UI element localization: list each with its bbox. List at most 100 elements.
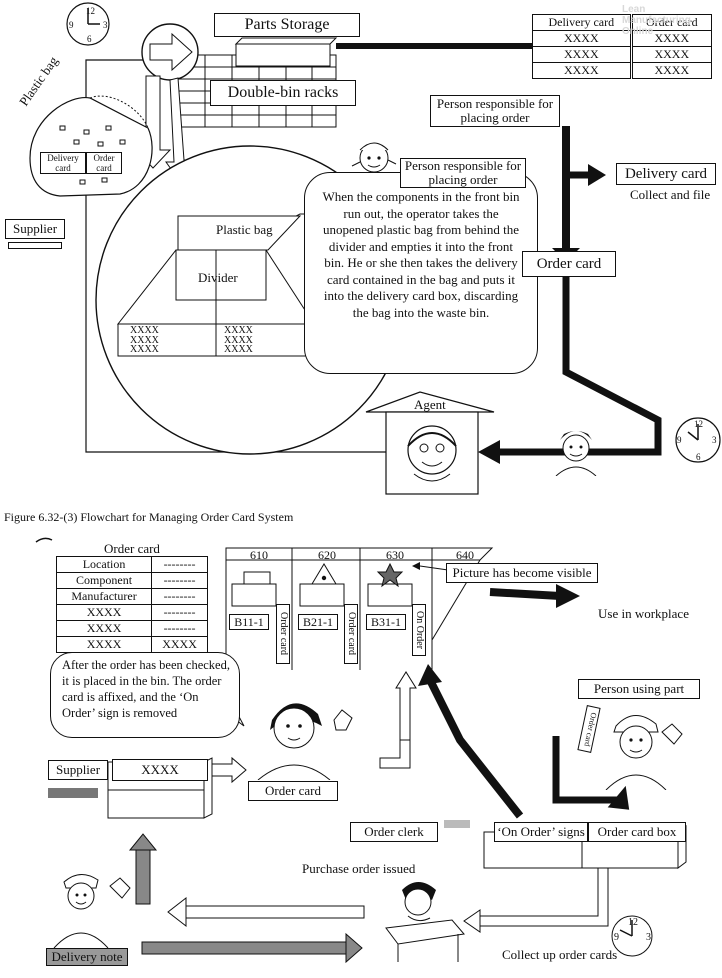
delivery-card-box: Delivery card <box>616 163 716 185</box>
table-cell: Component <box>55 572 153 589</box>
bottom-line-art <box>35 537 687 964</box>
svg-text:9: 9 <box>614 932 619 943</box>
table-cell: XXXX <box>532 30 632 47</box>
table-cell: XXXX <box>55 604 153 621</box>
bin-label: B21-1 <box>298 614 338 630</box>
table-cell: XXXX <box>532 46 632 63</box>
right-clock-icon: 12 3 6 9 <box>677 419 717 462</box>
card-table: Delivery card Order card XXXX XXXX XXXX … <box>532 14 713 79</box>
table-cell: XXXX <box>151 636 208 653</box>
table-header: Order card <box>629 14 713 31</box>
agent-label: Agent <box>414 397 446 412</box>
top-speech-bubble <box>304 172 538 374</box>
table-row: Location-------- <box>55 556 208 573</box>
clerk-person-icon <box>385 882 465 962</box>
purchase-order-label: Purchase order issued <box>302 861 416 876</box>
table-cell: XXXX <box>629 62 713 79</box>
on-order-signs-text: ‘On Order’ signs <box>497 824 585 839</box>
table-header: Delivery card <box>532 14 632 31</box>
person-placing-order-text: Person responsible for placing order <box>436 96 554 125</box>
svg-text:6: 6 <box>696 452 701 462</box>
table-row: Manufacturer-------- <box>55 588 208 605</box>
parts-storage-text: Parts Storage <box>244 16 330 33</box>
person-using-part-label: Person using part <box>578 679 700 699</box>
order-card-text: Order card <box>536 256 602 272</box>
shelf-number: 640 <box>456 548 474 562</box>
svg-text:9: 9 <box>69 20 74 30</box>
inner-plastic-bag-label: Plastic bag <box>216 222 273 237</box>
watermark: Lean Manufacturing Online <box>622 4 691 37</box>
bin-left-codes: XXXX XXXX XXXX <box>130 326 159 355</box>
table-cell: XXXX <box>55 636 153 653</box>
collect-and-file-label: Collect and file <box>630 187 711 202</box>
svg-text:9: 9 <box>677 435 682 445</box>
svg-text:3: 3 <box>712 435 717 445</box>
table-row: XXXX-------- <box>55 604 208 621</box>
supplier-bar <box>8 242 62 249</box>
top-supplier-label: Supplier <box>5 219 65 239</box>
bag-parts-icon <box>59 125 126 185</box>
delivery-note-label: Delivery note <box>46 948 128 966</box>
bin-label-text: B31-1 <box>371 615 401 629</box>
order-card-box: Order card <box>522 251 616 277</box>
bin-tag: Order card <box>276 604 290 664</box>
double-bin-racks-text: Double-bin racks <box>227 84 339 101</box>
table-row: XXXX-------- <box>55 620 208 637</box>
bin-code: XXXX <box>130 325 159 336</box>
supplier-code-text: XXXX <box>141 762 179 777</box>
bottom-order-card-label: Order card <box>248 781 338 801</box>
bin-right-codes: XXXX XXXX XXXX <box>224 326 253 355</box>
picture-visible-text: Picture has become visible <box>452 565 592 580</box>
table-cell: XXXX <box>532 62 632 79</box>
svg-text:6: 6 <box>87 34 92 44</box>
double-bin-racks-label: Double-bin racks <box>210 80 356 106</box>
on-order-sign-text: On Order <box>414 610 425 650</box>
bottom-clock-icon: 12 3 9 <box>614 917 651 943</box>
order-card-table-title: Order card <box>104 541 160 556</box>
top-bubble-text: When the components in the front bin run… <box>322 189 520 320</box>
bottom-supplier-text: Supplier <box>55 762 101 777</box>
bin-tag: Order card <box>344 604 358 664</box>
svg-text:12: 12 <box>694 419 703 429</box>
top-supplier-text: Supplier <box>12 221 58 236</box>
order-clerk-text: Order clerk <box>364 824 424 839</box>
table-cell: XXXX <box>629 46 713 63</box>
table-cell: -------- <box>151 588 208 605</box>
figure-caption: Figure 6.32-(3) Flowchart for Managing O… <box>4 510 294 524</box>
delivery-person-icon <box>53 874 131 948</box>
bottom-speech-bubble <box>50 652 240 738</box>
bin-label: B31-1 <box>366 614 406 630</box>
part-user-person-icon <box>605 715 683 790</box>
table-cell: Manufacturer <box>55 588 153 605</box>
collect-up-order-cards-label: Collect up order cards <box>502 947 618 962</box>
shelf-number: 620 <box>318 548 336 562</box>
watermark-line: Manufacturing <box>622 15 691 26</box>
table-cell: -------- <box>151 620 208 637</box>
table-row: XXXX XXXX <box>532 46 713 63</box>
bin-label-text: B11-1 <box>234 615 264 629</box>
person-placing-order-tag: Person responsible for placing order <box>400 158 526 188</box>
supplier-code-box: XXXX <box>112 759 208 781</box>
bin-code: XXXX <box>130 344 159 355</box>
shelf-number: 630 <box>386 548 404 562</box>
bottom-bubble-text: After the order has been checked, it is … <box>62 658 230 720</box>
watermark-line: Online <box>622 26 654 37</box>
svg-text:3: 3 <box>646 932 651 943</box>
operator-person-icon <box>351 142 397 173</box>
table-row: Component-------- <box>55 572 208 589</box>
watermark-line: Lean <box>622 4 646 15</box>
svg-text:12: 12 <box>628 917 638 928</box>
person-placing-order-box: Person responsible for placing order <box>430 95 560 127</box>
bin-tag-text: Order card <box>346 612 357 656</box>
bin-label-text: B21-1 <box>303 615 333 629</box>
svg-text:12: 12 <box>86 6 95 16</box>
table-cell: XXXX <box>55 620 153 637</box>
delivery-note-text: Delivery note <box>51 949 123 964</box>
courier-person-icon <box>555 431 597 476</box>
bin-code: XXXX <box>224 344 253 355</box>
shelf-number: 610 <box>250 548 268 562</box>
order-card-box-text: Order card box <box>597 824 677 839</box>
bottom-supplier-label: Supplier <box>48 760 108 780</box>
